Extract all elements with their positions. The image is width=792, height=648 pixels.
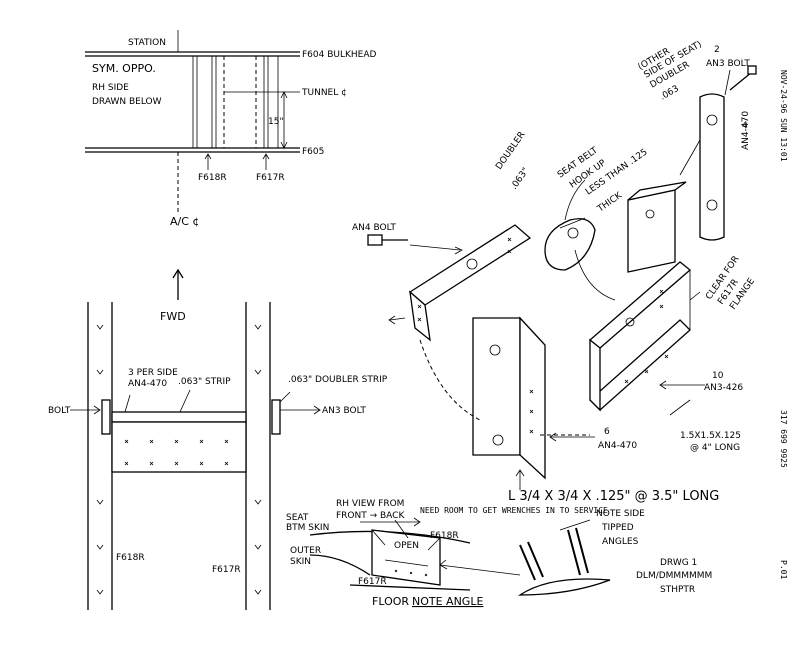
fax-footer-text: 317 699 9925 — [779, 410, 788, 468]
page-number: P.01 — [779, 560, 788, 579]
sheet-label: STHPTR — [660, 585, 695, 595]
an4-470-iso-label: AN4-470 — [741, 111, 751, 150]
f618r-top-label: F618R — [198, 173, 227, 183]
rivet-4-label: 4 — [742, 121, 748, 131]
outer-label: OUTER — [290, 546, 321, 556]
doubler-a-thickness: .063" — [509, 166, 531, 192]
tipped-label-1: NOTE SIDE — [596, 509, 645, 519]
open-label: OPEN — [394, 541, 419, 551]
note-angle-label: NOTE ANGLE — [412, 595, 483, 608]
angle-1-5-label: 1.5X1.5X.125 — [680, 431, 741, 441]
skin-label: SKIN — [290, 557, 311, 567]
rh-view-section: RH VIEW FROM FRONT → BACK SEAT BTM SKIN … — [286, 499, 645, 608]
f617r-plan-label: F617R — [212, 565, 241, 575]
rivet-10-label: 10 — [712, 371, 724, 381]
title-block: DRWG 1 DLM/DMMMMMM STHPTR — [636, 558, 712, 595]
sym-oppo-label: SYM. OPPO. — [92, 62, 156, 75]
tipped-label-3: ANGLES — [602, 537, 639, 547]
f618r-rh-label: F618R — [430, 531, 459, 541]
an4-470-b-label: AN4-470 — [598, 441, 637, 451]
an3-bolt-plan-label: AN3 BOLT — [322, 406, 366, 416]
strip-label: .063" STRIP — [178, 377, 231, 387]
wrench-note-label: NEED ROOM TO GET WRENCHES IN TO SERVICE — [420, 506, 608, 515]
fax-header-text: NOV-24-96 SUN 13:01 — [779, 70, 788, 162]
f617r-top-label: F617R — [256, 173, 285, 183]
aircraft-centerline-label: A/C ¢ — [170, 215, 199, 228]
an3-426-label: AN3-426 — [704, 383, 743, 393]
an4-470-plan-label: AN4-470 — [128, 379, 167, 389]
an4-bolt-label: AN4 BOLT — [352, 223, 396, 233]
drawer-name: DLM/DMMMMMM — [636, 571, 712, 581]
floor-label: FLOOR — [372, 595, 409, 608]
plan-view-rails: BOLT 3 PER SIDE AN4-470 .063" STRIP .063… — [48, 302, 388, 610]
angle-main-label: L 3/4 X 3/4 X .125" @ 3.5" LONG — [508, 489, 719, 504]
f605-label: F605 — [302, 147, 324, 157]
drwg-number: DRWG 1 — [660, 558, 697, 568]
tipped-label-2: TIPPED — [601, 523, 634, 533]
rh-view-title-1: RH VIEW FROM — [336, 499, 404, 509]
doubler-strip-label: .063" DOUBLER STRIP — [288, 375, 388, 385]
fwd-label: FWD — [160, 310, 186, 323]
three-per-side-label: 3 PER SIDE — [128, 368, 178, 378]
drawn-below-label: DRAWN BELOW — [92, 97, 162, 107]
thick-label: THICK — [595, 190, 625, 215]
dim-15-label: 15" — [268, 117, 284, 127]
angle-4in-label: @ 4" LONG — [690, 443, 740, 453]
an3-count-label: 2 — [714, 45, 720, 55]
doubler-b-thickness: .063 — [659, 84, 681, 103]
rivet-6-label: 6 — [604, 427, 610, 437]
rh-side-label: RH SIDE — [92, 83, 129, 93]
fwd-arrow: FWD — [160, 268, 186, 323]
f604-bulkhead-label: F604 BULKHEAD — [302, 50, 377, 60]
bolt-left-label: BOLT — [48, 406, 71, 416]
doubler-a-label: DOUBLER — [494, 130, 527, 172]
btm-skin-label: BTM SKIN — [286, 523, 329, 533]
rh-view-title-2: FRONT → BACK — [336, 511, 405, 521]
an3-bolt-iso-label: AN3 BOLT — [706, 59, 750, 69]
tunnel-cl-label: TUNNEL ¢ — [301, 88, 347, 98]
f618r-plan-label: F618R — [116, 553, 145, 563]
top-plan-section: STATION SYM. OPPO. RH SIDE DRAWN BELOW F… — [85, 30, 377, 228]
isometric-exploded-view: AN4 BOLT DOUBLER .063" SEAT BELT HOOK UP… — [352, 40, 757, 504]
f617r-rh-label: F617R — [358, 577, 387, 587]
seat-label: SEAT — [286, 513, 309, 523]
station-label: STATION — [128, 38, 166, 48]
